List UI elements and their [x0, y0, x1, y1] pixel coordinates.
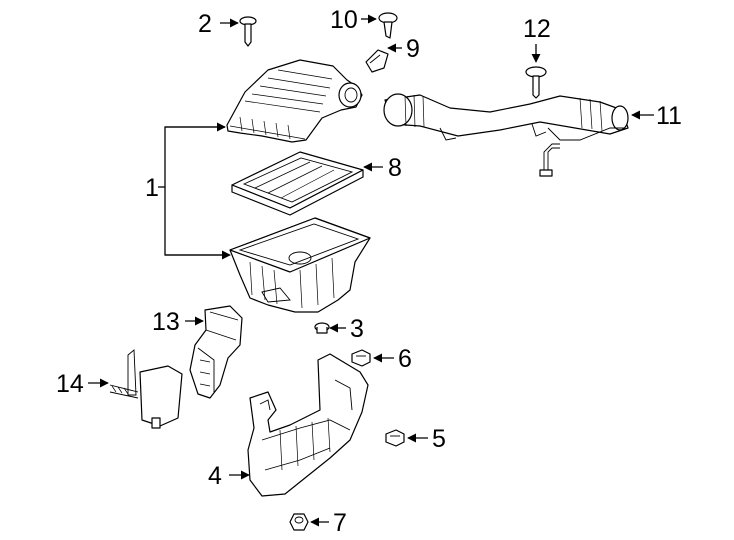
mass-airflow-sensor — [365, 49, 389, 73]
callout-4: 4 — [208, 462, 222, 490]
fastener-2 — [239, 16, 257, 47]
callout-3: 3 — [350, 315, 364, 343]
callout-2: 2 — [198, 10, 212, 38]
battery-tray-support-4 — [247, 353, 369, 497]
inlet-resonator-13 — [189, 305, 243, 399]
callout-11: 11 — [656, 102, 682, 130]
bracket-14 — [109, 349, 183, 429]
fastener-10 — [378, 12, 398, 39]
air-filter-element — [231, 151, 364, 216]
bolt-6 — [351, 349, 371, 367]
callout-5: 5 — [432, 425, 446, 453]
assembly-bracket — [158, 122, 231, 260]
callout-6: 6 — [398, 345, 412, 373]
callout-7: 7 — [333, 509, 347, 537]
nut-7 — [289, 513, 309, 531]
callout-13: 13 — [152, 308, 180, 336]
callout-9: 9 — [406, 35, 420, 63]
bolt-5 — [385, 429, 405, 447]
air-cleaner-cover — [226, 59, 363, 143]
callout-10: 10 — [330, 6, 358, 34]
fastener-12 — [525, 66, 547, 99]
callout-14: 14 — [56, 370, 84, 398]
callout-1: 1 — [145, 174, 159, 202]
callout-12: 12 — [523, 15, 551, 43]
air-inlet-duct — [383, 93, 629, 177]
air-box-lower-housing — [229, 217, 371, 313]
callout-8: 8 — [388, 154, 402, 182]
grommet-3 — [314, 322, 330, 334]
